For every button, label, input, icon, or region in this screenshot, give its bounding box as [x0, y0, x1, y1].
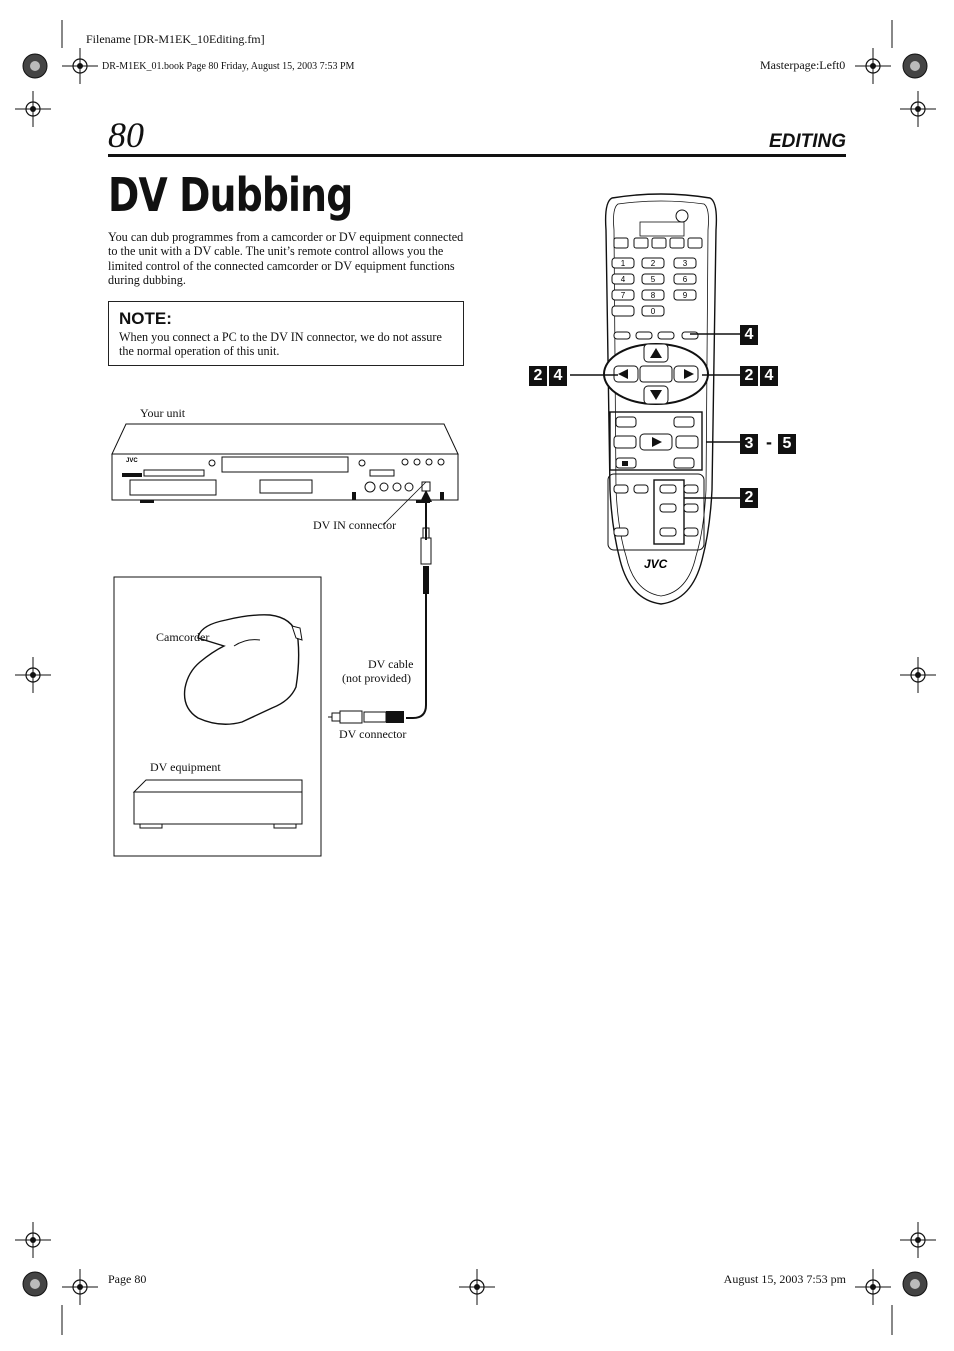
step-badge: 4: [760, 366, 778, 386]
page-title: DV Dubbing: [108, 168, 353, 222]
footer-page: Page 80: [108, 1272, 147, 1286]
numpad-key-label: 9: [683, 291, 688, 300]
camcorder-illustration: [183, 614, 300, 725]
step-badge: 2: [529, 366, 547, 386]
step-range-dash: -: [766, 432, 772, 452]
step-badge: 2: [740, 488, 758, 508]
dv-equipment-top: [132, 779, 303, 793]
note-text: When you connect a PC to the DV IN conne…: [119, 330, 442, 359]
your-unit-label: Your unit: [140, 406, 186, 420]
dv-cable-label: DV cable: [368, 657, 414, 671]
step-badge: 4: [549, 366, 567, 386]
intro-paragraph: You can dub programmes from a camcorder …: [108, 230, 464, 288]
step-badge: 4: [740, 325, 758, 345]
numpad-key: [673, 257, 697, 269]
footer-date: August 15, 2003 7:53 pm: [723, 1272, 846, 1286]
numpad-key: [611, 257, 635, 269]
note-title: NOTE:: [119, 309, 172, 328]
numpad-key-label: 3: [683, 259, 688, 268]
callout-step-2: 2: [740, 488, 760, 508]
step-badge: 5: [778, 434, 796, 454]
unit-front: [111, 453, 459, 501]
header-rule: [108, 154, 846, 157]
numpad-key-label: 7: [621, 291, 626, 300]
connection-diagram: JVC: [111, 423, 459, 857]
numpad-key: [641, 257, 665, 269]
camcorder-label: Camcorder: [156, 630, 210, 644]
numpad-key: [641, 289, 665, 301]
dv-equipment-body: [133, 791, 303, 825]
step-badge: 2: [740, 366, 758, 386]
book-info: DR-M1EK_01.book Page 80 Friday, August 1…: [102, 61, 355, 72]
numpad-key-label: 2: [651, 259, 656, 268]
numpad-key-label: 0: [651, 307, 656, 316]
source-devices-box: [113, 576, 322, 857]
numpad-key-label: 8: [651, 291, 656, 300]
filename-label: Filename [DR-M1EK_10Editing.fm]: [86, 32, 265, 46]
numpad-key-label: 1: [621, 259, 626, 268]
numpad-key-label: 4: [621, 275, 626, 284]
numpad-key: [611, 273, 635, 285]
numpad-key: [673, 273, 697, 285]
section-title: EDITING: [768, 131, 846, 152]
numpad-key: [641, 305, 665, 317]
numpad-key: [673, 289, 697, 301]
unit-top: [111, 423, 459, 455]
dv-in-connector-label: DV IN connector: [313, 518, 397, 532]
callout-step-4: 4: [740, 325, 760, 345]
note-box: NOTE: When you connect a PC to the DV IN…: [108, 301, 464, 366]
unit-brand: JVC: [126, 458, 138, 464]
dv-connector-label: DV connector: [339, 727, 407, 741]
page-number: 80: [108, 115, 144, 155]
step-badge: 3: [740, 434, 758, 454]
remote-numpad: 1 2 3 4 5 6 7 8 9 0: [611, 257, 697, 317]
numpad-key-label: 6: [683, 275, 688, 284]
numpad-key: [641, 273, 665, 285]
remote-brand: JVC: [644, 557, 668, 571]
not-provided-label: (not provided): [342, 671, 411, 685]
callout-lines: [570, 333, 740, 499]
numpad-key-label: 5: [651, 275, 656, 284]
numpad-key: [611, 289, 635, 301]
callout-step-3-5: 3-5: [740, 432, 798, 454]
disc-tray: [221, 456, 349, 473]
dv-equipment-label: DV equipment: [150, 760, 221, 774]
cancel-key: [611, 305, 635, 317]
masterpage-label: Masterpage:Left0: [760, 58, 846, 72]
